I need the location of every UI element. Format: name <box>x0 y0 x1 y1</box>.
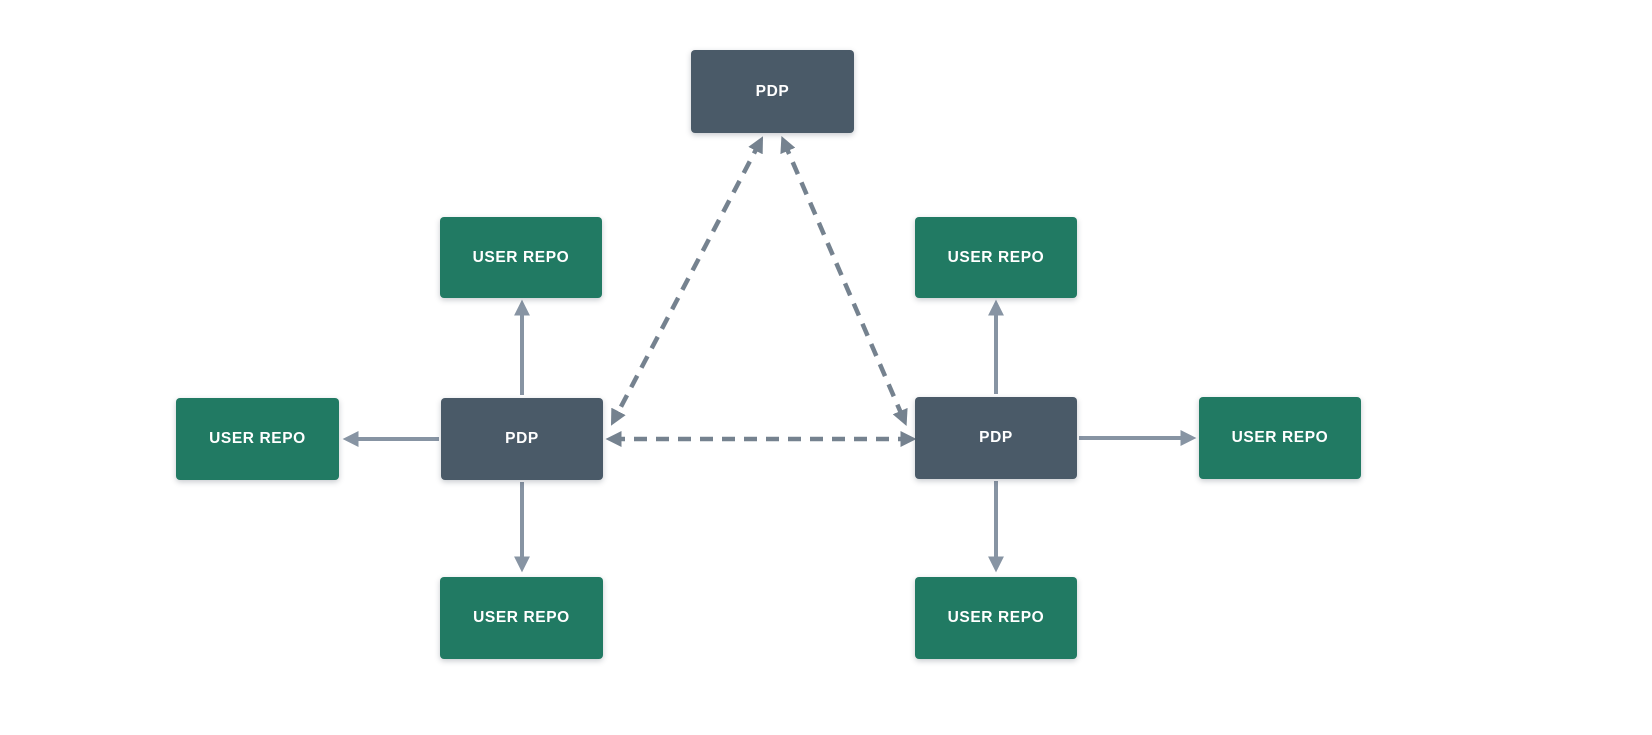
edge-group <box>342 136 1197 573</box>
node-label: USER REPO <box>209 430 306 447</box>
edge-top-pdp-to-left-pdp <box>610 136 764 426</box>
node-user-repo-left-top: USER REPO <box>440 217 602 298</box>
node-label: USER REPO <box>947 248 1045 266</box>
node-label: USER REPO <box>472 248 570 266</box>
node-user-repo-left-bottom: USER REPO <box>440 577 603 659</box>
node-label: PDP <box>755 82 790 100</box>
node-label: PDP <box>505 430 539 447</box>
node-pdp-left: PDP <box>441 398 603 480</box>
node-user-repo-right-top: USER REPO <box>915 217 1077 298</box>
node-label: USER REPO <box>1231 429 1329 446</box>
node-label: PDP <box>979 429 1013 446</box>
node-pdp-right: PDP <box>915 397 1077 479</box>
node-pdp-top: PDP <box>691 50 854 133</box>
node-label: USER REPO <box>947 609 1045 626</box>
node-label: USER REPO <box>473 609 570 626</box>
node-user-repo-left-west: USER REPO <box>176 398 339 480</box>
node-user-repo-right-bottom: USER REPO <box>915 577 1077 659</box>
node-user-repo-right-east: USER REPO <box>1199 397 1361 479</box>
edge-top-pdp-to-right-pdp <box>780 136 908 426</box>
